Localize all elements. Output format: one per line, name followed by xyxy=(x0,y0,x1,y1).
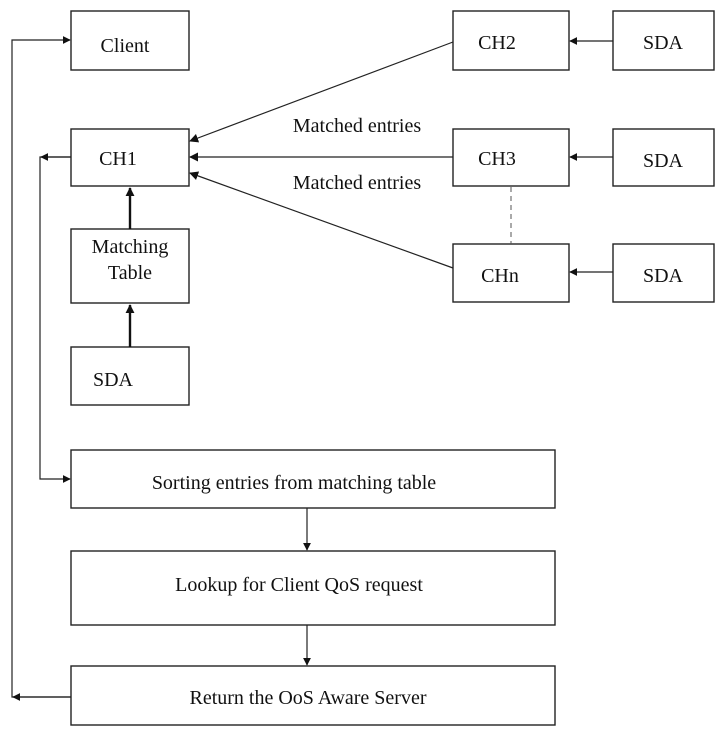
ch2-label: CH2 xyxy=(478,32,516,54)
arrow-return-to-client xyxy=(11,36,71,698)
matched-entries-label-lower: Matched entries xyxy=(293,172,421,194)
sda-matching-label: SDA xyxy=(93,369,134,391)
matching-table-label-line2: Table xyxy=(108,262,152,284)
sda-ch2-label: SDA xyxy=(643,32,684,54)
sda-chn-box: SDA xyxy=(612,243,715,303)
return-server-box: Return the OoS Aware Server xyxy=(70,665,556,726)
matched-entries-label-upper: Matched entries xyxy=(293,115,421,137)
return-server-label: Return the OoS Aware Server xyxy=(190,687,427,709)
arrow-ch2-to-ch1 xyxy=(189,41,454,143)
sorting-box: Sorting entries from matching table xyxy=(70,449,556,509)
chn-label: CHn xyxy=(481,265,519,287)
ch3-label: CH3 xyxy=(478,148,516,170)
sda-ch3-box: SDA xyxy=(612,128,715,187)
client-label: Client xyxy=(101,35,150,57)
arrow-ch1-to-sorting xyxy=(39,156,71,483)
client-box: Client xyxy=(70,10,190,71)
lookup-box: Lookup for Client QoS request xyxy=(70,550,556,626)
sda-ch2-box: SDA xyxy=(612,10,715,71)
sda-chn-label: SDA xyxy=(643,265,684,287)
matching-table-label-line1: Matching xyxy=(92,236,169,258)
sorting-label: Sorting entries from matching table xyxy=(152,472,436,494)
matching-table-box: Matching Table xyxy=(70,228,190,304)
ch1-box: CH1 xyxy=(70,128,190,187)
arrow-chn-to-ch1 xyxy=(189,171,454,269)
ch2-box: CH2 xyxy=(452,10,570,71)
sda-ch3-label: SDA xyxy=(643,150,684,172)
lookup-label: Lookup for Client QoS request xyxy=(175,574,423,596)
ch3-box: CH3 xyxy=(452,128,570,187)
sda-matching-box: SDA xyxy=(70,346,190,406)
ch1-label: CH1 xyxy=(99,148,137,170)
chn-box: CHn xyxy=(452,243,570,303)
